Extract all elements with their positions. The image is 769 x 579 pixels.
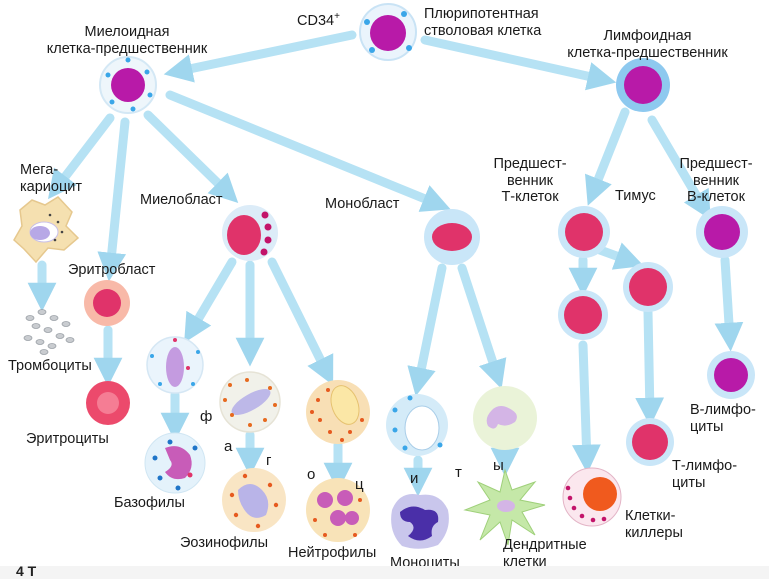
phagocytes-letter: ы	[493, 457, 504, 474]
b-lymphocytes-label: В-лимфо-циты	[690, 402, 756, 435]
myeloblast-cell	[222, 205, 278, 261]
arrow-stem-to-myeloid	[163, 30, 357, 83]
erythrocyte-cell	[86, 381, 130, 425]
b-precursor-cell	[696, 206, 748, 258]
myeloblast-label: Миелобласт	[140, 192, 223, 208]
dendritic-precursor-cell	[473, 386, 537, 450]
killer-cell	[562, 467, 622, 527]
arrow-myeloid-to-myeloblast	[143, 110, 239, 204]
t-precursor-cell	[558, 206, 610, 258]
erythroblast-label: Эритробласт	[68, 262, 156, 278]
arrow-t-precursor-to-thymus-cell	[595, 242, 644, 270]
megakaryocyte-cell	[13, 196, 80, 264]
thrombocytes-cluster	[23, 309, 75, 355]
cd34-label: CD34+	[297, 11, 340, 29]
neutrophils-label: Нейтрофилы	[288, 545, 377, 561]
arrow-lymphoid-to-b-precursor	[647, 115, 711, 220]
arrow-myeloid-to-megakaryocyte	[48, 113, 115, 200]
eosinophils-label: Эозинофилы	[180, 535, 269, 551]
arrow-monoblast-to-monocyte-precursor	[407, 263, 447, 397]
thrombocytes-label: Тромбоциты	[8, 358, 92, 374]
t-lymphocytes-label: Т-лимфо-циты	[672, 458, 738, 491]
lymphoid-progenitor-cell	[616, 58, 670, 112]
phagocytes-letter: ц	[355, 476, 364, 493]
arrow-b-precursor-to-b-lymph	[714, 255, 744, 352]
arrow-t1-to-killers	[572, 340, 601, 474]
basophil-cell	[144, 432, 206, 494]
bottom-caption: 4 Т	[16, 563, 37, 579]
dendritic-cell	[463, 468, 546, 546]
t-cell-intermediate	[558, 290, 608, 340]
arrow-monoblast-to-dendritic-precursor	[457, 263, 507, 389]
monocyte-precursor-cell	[386, 394, 448, 456]
phagocytes-letter: г	[266, 452, 272, 469]
killers-label: Клетки-киллеры	[625, 508, 683, 541]
phagocytes-letter: ф	[200, 408, 213, 425]
monocyte-cell	[391, 494, 449, 549]
t-lymphocyte-cell	[626, 418, 674, 466]
arrow-myeloblast-to-basophil-precursor	[184, 257, 237, 343]
monoblast-cell	[424, 209, 480, 265]
monoblast-label: Монобласт	[325, 196, 400, 212]
b-lymphocyte-cell	[707, 351, 755, 399]
phagocytes-letter: а	[224, 438, 233, 455]
thymus-t-cell	[623, 262, 673, 312]
arrow-myeloid-to-monoblast	[165, 90, 451, 212]
arrow-myeloid-to-erythroblast	[97, 117, 130, 282]
megakaryocyte-label: Мега-кариоцит	[20, 162, 83, 195]
arrow-myeloblast-to-neutrophil-precursor	[267, 257, 334, 386]
basophil-precursor-cell	[146, 336, 204, 394]
arrow-stem-to-lymphoid	[420, 35, 617, 91]
lineage-arrows	[27, 30, 744, 497]
arrow-thymus-cell-to-t-lymph	[635, 307, 665, 427]
erythroblast-cell	[84, 280, 130, 326]
arrow-lymphoid-to-t-precursor	[585, 107, 630, 206]
thymus-label: Тимус	[615, 188, 656, 204]
neutrophil-cell	[306, 478, 370, 542]
neutrophil-precursor-cell	[306, 380, 370, 444]
phagocytes-letter: т	[455, 464, 462, 481]
phagocytes-letter: о	[307, 466, 316, 483]
basophils-label: Базофилы	[114, 495, 185, 511]
bottom-caption-strip: 4 Т	[0, 563, 769, 579]
stem-cell	[359, 3, 417, 61]
eosinophil-cell	[222, 468, 286, 532]
erythrocytes-label: Эритроциты	[26, 431, 109, 447]
phagocytes-letter: и	[410, 470, 419, 487]
eosinophil-precursor-cell	[219, 371, 281, 433]
myeloid-progenitor-cell	[99, 56, 157, 114]
